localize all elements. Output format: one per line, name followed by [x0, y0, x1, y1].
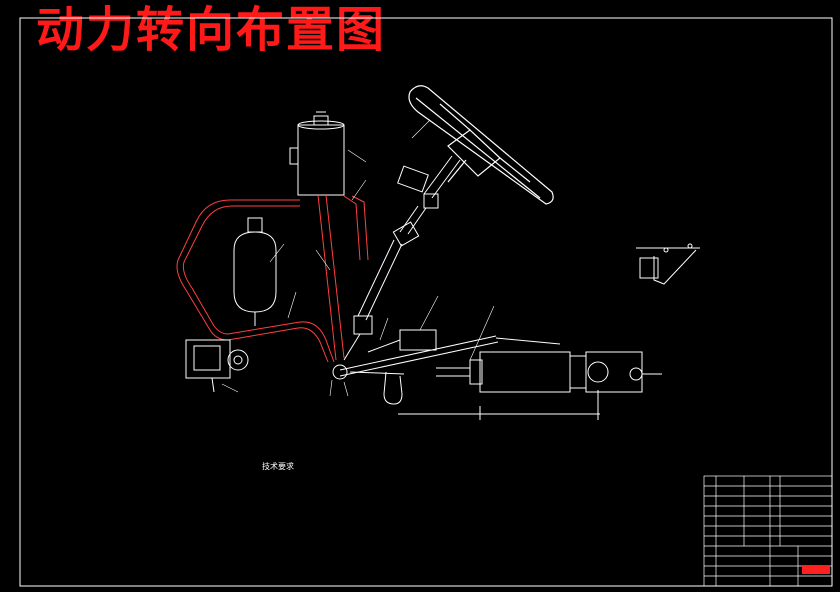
hydraulic-pump — [185, 339, 249, 393]
drawing-title: 动力转向布置图 — [36, 2, 387, 58]
detail-view — [636, 243, 700, 285]
callout-leaders — [221, 119, 495, 397]
title-block — [703, 475, 833, 587]
drawing-frame — [19, 17, 833, 587]
hydraulic-lines — [176, 194, 369, 363]
steering-column — [343, 155, 461, 361]
power-cylinder — [398, 351, 662, 420]
accumulator — [233, 217, 277, 326]
oil-reservoir — [289, 111, 345, 196]
technical-requirements-heading: 技术要求 — [262, 462, 294, 471]
title-block-red-label — [802, 566, 830, 574]
steering-wheel — [408, 85, 554, 205]
steering-linkage — [332, 329, 561, 405]
